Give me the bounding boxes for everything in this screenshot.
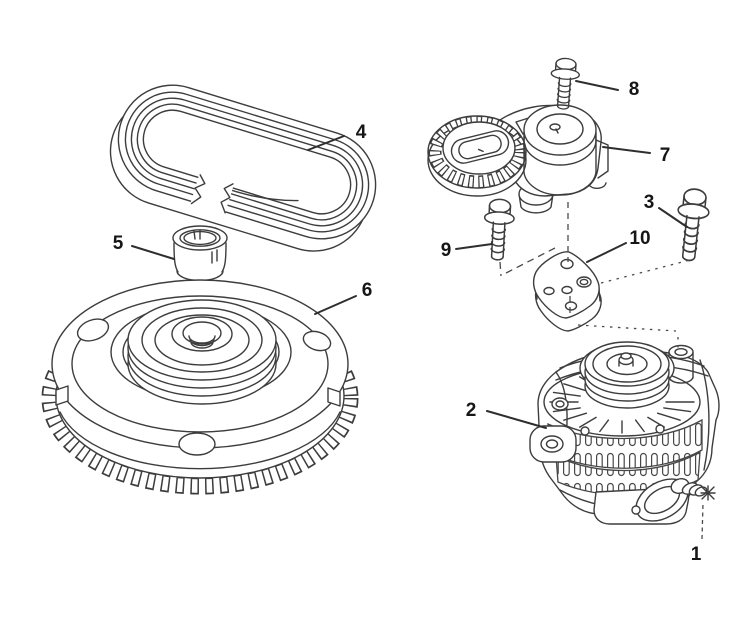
leader-10	[586, 242, 627, 263]
assembly-lines	[499, 202, 691, 352]
callout-4: 4	[356, 122, 367, 143]
flange-bolt-3	[672, 186, 713, 263]
bracket-alternator-line	[577, 324, 679, 352]
callout-2: 2	[466, 400, 477, 421]
tensioner-axis-line	[567, 202, 571, 316]
callout-numbers: 1 2 3 4 5 6 7 8 9 10	[113, 79, 702, 565]
flywheel	[41, 279, 359, 495]
serpentine-belt	[109, 84, 377, 252]
leader-9	[455, 243, 493, 250]
mounting-bracket	[532, 251, 602, 332]
leader-2	[486, 410, 547, 429]
callout-10: 10	[629, 228, 650, 249]
bolt3-link-line	[600, 259, 691, 284]
leader-4	[307, 135, 345, 151]
callout-6: 6	[362, 280, 373, 301]
callout-3: 3	[644, 192, 655, 213]
leader-7	[602, 146, 651, 154]
alternator	[529, 341, 720, 525]
callout-1: 1	[691, 544, 702, 565]
callout-7: 7	[660, 145, 671, 166]
bushing	[172, 225, 228, 282]
leader-1	[701, 502, 704, 540]
leader-5	[131, 245, 175, 260]
flange-bolt-8	[548, 56, 582, 111]
callout-5: 5	[113, 233, 124, 254]
belt-tensioner	[427, 104, 609, 214]
flange-bolt-9	[481, 197, 516, 262]
bolt9-link-line	[499, 247, 556, 277]
callout-8: 8	[629, 79, 640, 100]
callout-leaders	[131, 80, 704, 540]
terminal-screw	[670, 478, 716, 501]
leader-8	[575, 80, 619, 91]
leader-6	[314, 295, 357, 315]
leader-3	[658, 207, 688, 228]
callout-9: 9	[441, 240, 452, 261]
